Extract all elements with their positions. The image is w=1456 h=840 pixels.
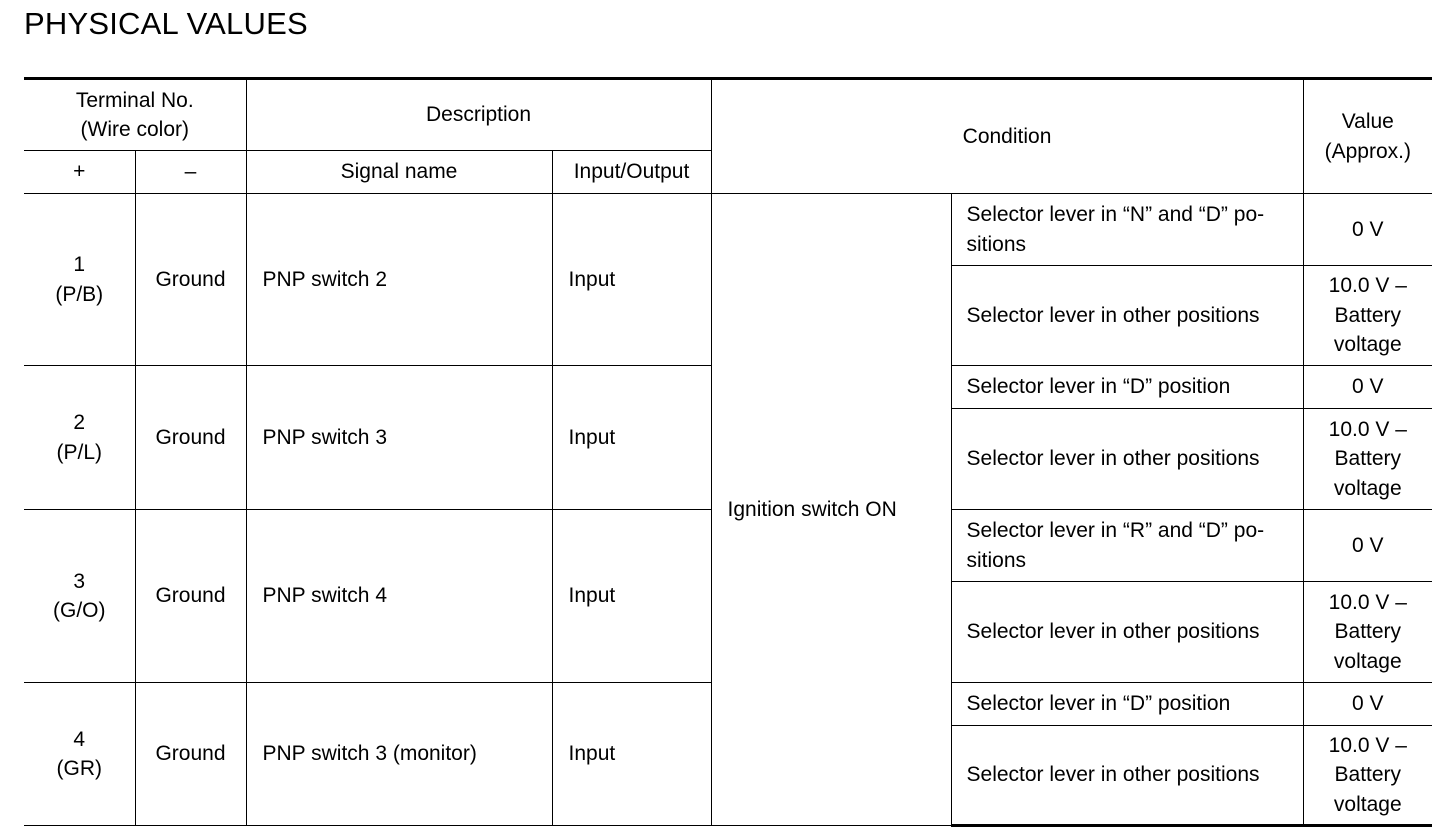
signal-name-cell: PNP switch 3 (monitor) — [245, 682, 553, 826]
ground-cell: Ground — [134, 509, 247, 683]
condition-cell: Selector lever in other positions — [951, 725, 1304, 827]
condition-cell: Selector lever in other positions — [951, 408, 1304, 510]
table-row: Selector lever in other positions 10.0 V… — [24, 408, 1433, 510]
ground-cell: Ground — [134, 365, 247, 510]
value-cell: 0 V — [1302, 193, 1433, 266]
value-cell: 10.0 V – Battery voltage — [1302, 408, 1433, 510]
input-output-cell: Input — [551, 682, 712, 826]
condition-cell: Selector lever in other positions — [951, 581, 1304, 683]
signal-name-cell: PNP switch 4 — [245, 509, 553, 683]
table-row: Selector lever in other positions 10.0 V… — [24, 725, 1433, 827]
description-header: Description — [245, 77, 712, 151]
input-output-cell: Input — [551, 509, 712, 683]
terminal-cell: 4 (GR) — [24, 682, 136, 826]
minus-terminal-header: – — [134, 150, 247, 194]
page-title: PHYSICAL VALUES — [24, 6, 308, 41]
signal-name-cell: PNP switch 2 — [245, 193, 553, 366]
value-header: Value (Approx.) — [1302, 77, 1433, 194]
value-cell: 0 V — [1302, 365, 1433, 409]
table-row: 3 (G/O) Ground PNP switch 4 Input Select… — [24, 509, 1433, 683]
terminal-cell: 1 (P/B) — [24, 193, 136, 366]
ground-cell: Ground — [134, 193, 247, 366]
plus-terminal-header: + — [24, 150, 136, 194]
signal-name-cell: PNP switch 3 — [245, 365, 553, 510]
value-cell: 0 V — [1302, 509, 1433, 582]
input-output-header: Input/Output — [551, 150, 712, 194]
condition-cell: Selector lever in other positions — [951, 265, 1304, 366]
value-cell: 10.0 V – Battery voltage — [1302, 265, 1433, 366]
physical-values-table: Terminal No. (Wire color) Description Co… — [24, 77, 1433, 827]
value-cell: 0 V — [1302, 682, 1433, 726]
input-output-cell: Input — [551, 193, 712, 366]
condition-header: Condition — [710, 77, 1304, 194]
input-output-cell: Input — [551, 365, 712, 510]
ignition-condition-cell: Ignition switch ON — [710, 193, 952, 826]
ground-cell: Ground — [134, 682, 247, 826]
condition-cell: Selector lever in “D” position — [950, 682, 1304, 726]
table-row: 2 (P/L) Ground PNP switch 3 Input Select… — [24, 365, 1433, 510]
terminal-no-header: Terminal No. (Wire color) — [24, 77, 247, 151]
table-row: Selector lever in other positions 10.0 V… — [24, 265, 1433, 366]
terminal-cell: 3 (G/O) — [24, 509, 136, 683]
terminal-cell: 2 (P/L) — [24, 365, 136, 510]
value-cell: 10.0 V – Battery voltage — [1302, 581, 1433, 683]
condition-cell: Selector lever in “R” and “D” po-sitions — [950, 509, 1304, 582]
table-row: 1 (P/B) Ground PNP switch 2 Input Igniti… — [24, 193, 1433, 826]
condition-cell: Selector lever in “D” position — [950, 365, 1304, 409]
value-cell: 10.0 V – Battery voltage — [1302, 725, 1433, 827]
table-row: 4 (GR) Ground PNP switch 3 (monitor) Inp… — [24, 682, 1433, 826]
signal-name-header: Signal name — [245, 150, 553, 194]
condition-cell: Selector lever in “N” and “D” po-sitions — [950, 193, 1304, 266]
